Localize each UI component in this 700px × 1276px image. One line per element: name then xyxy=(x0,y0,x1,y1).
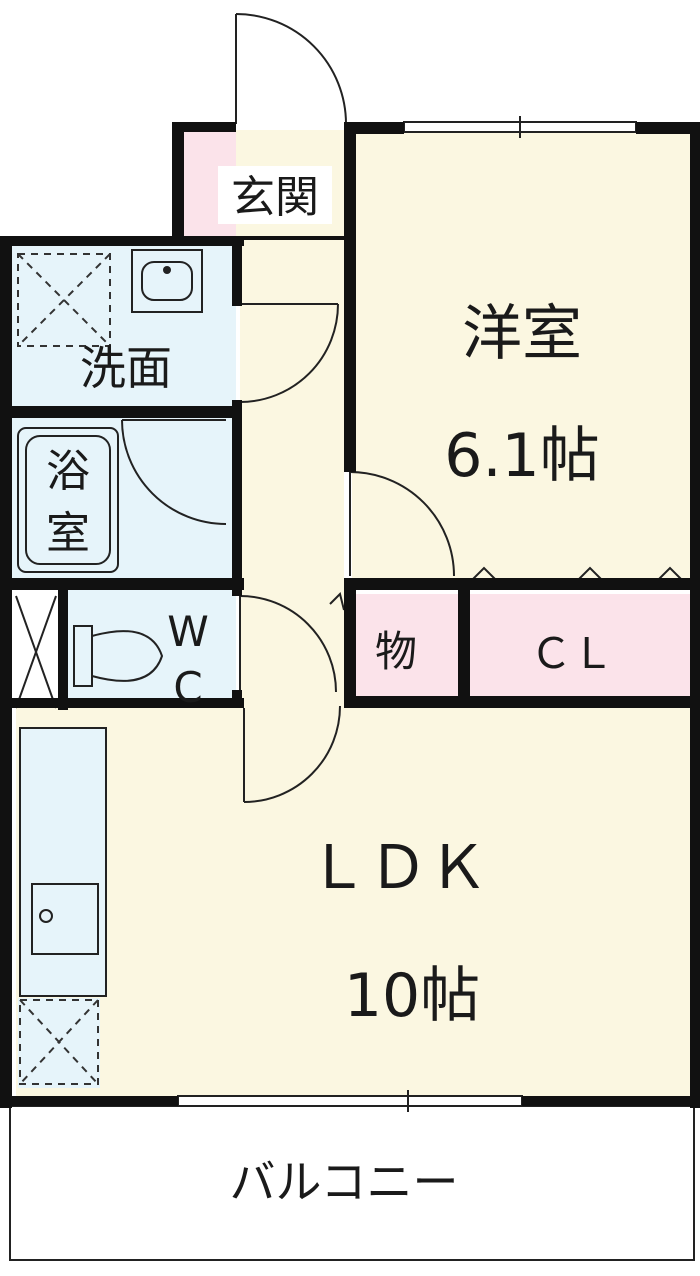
walls xyxy=(0,122,700,1108)
pipe-space-marker xyxy=(15,595,57,709)
front-door xyxy=(235,13,347,125)
bathtub xyxy=(17,427,119,573)
ldk-size: 10帖 xyxy=(344,961,480,1031)
washroom-label: 洗面 xyxy=(80,341,172,395)
hallway-area xyxy=(240,238,344,704)
kitchen-drain xyxy=(39,909,53,923)
fridge-space-marker xyxy=(19,999,99,1085)
washroom-door xyxy=(239,303,339,403)
closet-area xyxy=(470,594,692,698)
bathroom-label-bottom: 室 xyxy=(46,508,90,559)
entrance-label: 玄関 xyxy=(231,172,319,223)
wc-door xyxy=(239,595,337,693)
storage-area xyxy=(352,594,458,698)
washroom-area xyxy=(10,244,236,408)
wash-basin xyxy=(131,249,203,313)
western-room-size: 6.1帖 xyxy=(444,421,599,491)
western-room-door xyxy=(349,471,455,577)
wc-label-w: W xyxy=(167,607,209,656)
kitchen-sink xyxy=(31,883,99,955)
washer-space-marker xyxy=(17,253,111,347)
bathroom-door xyxy=(121,419,227,525)
kitchen-counter xyxy=(19,727,107,997)
balcony-area xyxy=(9,1105,695,1261)
wc-label-c: C xyxy=(173,663,202,712)
closet-door-marks xyxy=(329,566,683,611)
closet-label: ＣＬ xyxy=(530,629,614,678)
wc-area xyxy=(68,590,236,700)
ldk-area xyxy=(16,704,692,1098)
toilet xyxy=(73,625,164,687)
balcony-label: バルコニー xyxy=(229,1155,458,1209)
ldk-door xyxy=(243,705,341,803)
entrance-label-bg xyxy=(218,166,332,224)
ldk-label: ＬＤＫ xyxy=(308,833,488,903)
bathroom-label-top: 浴 xyxy=(46,446,90,497)
storage-label: 物 xyxy=(375,627,417,676)
bathroom-area xyxy=(10,416,236,580)
western-room-area xyxy=(352,130,692,582)
western-room-label: 洋室 xyxy=(462,299,582,369)
